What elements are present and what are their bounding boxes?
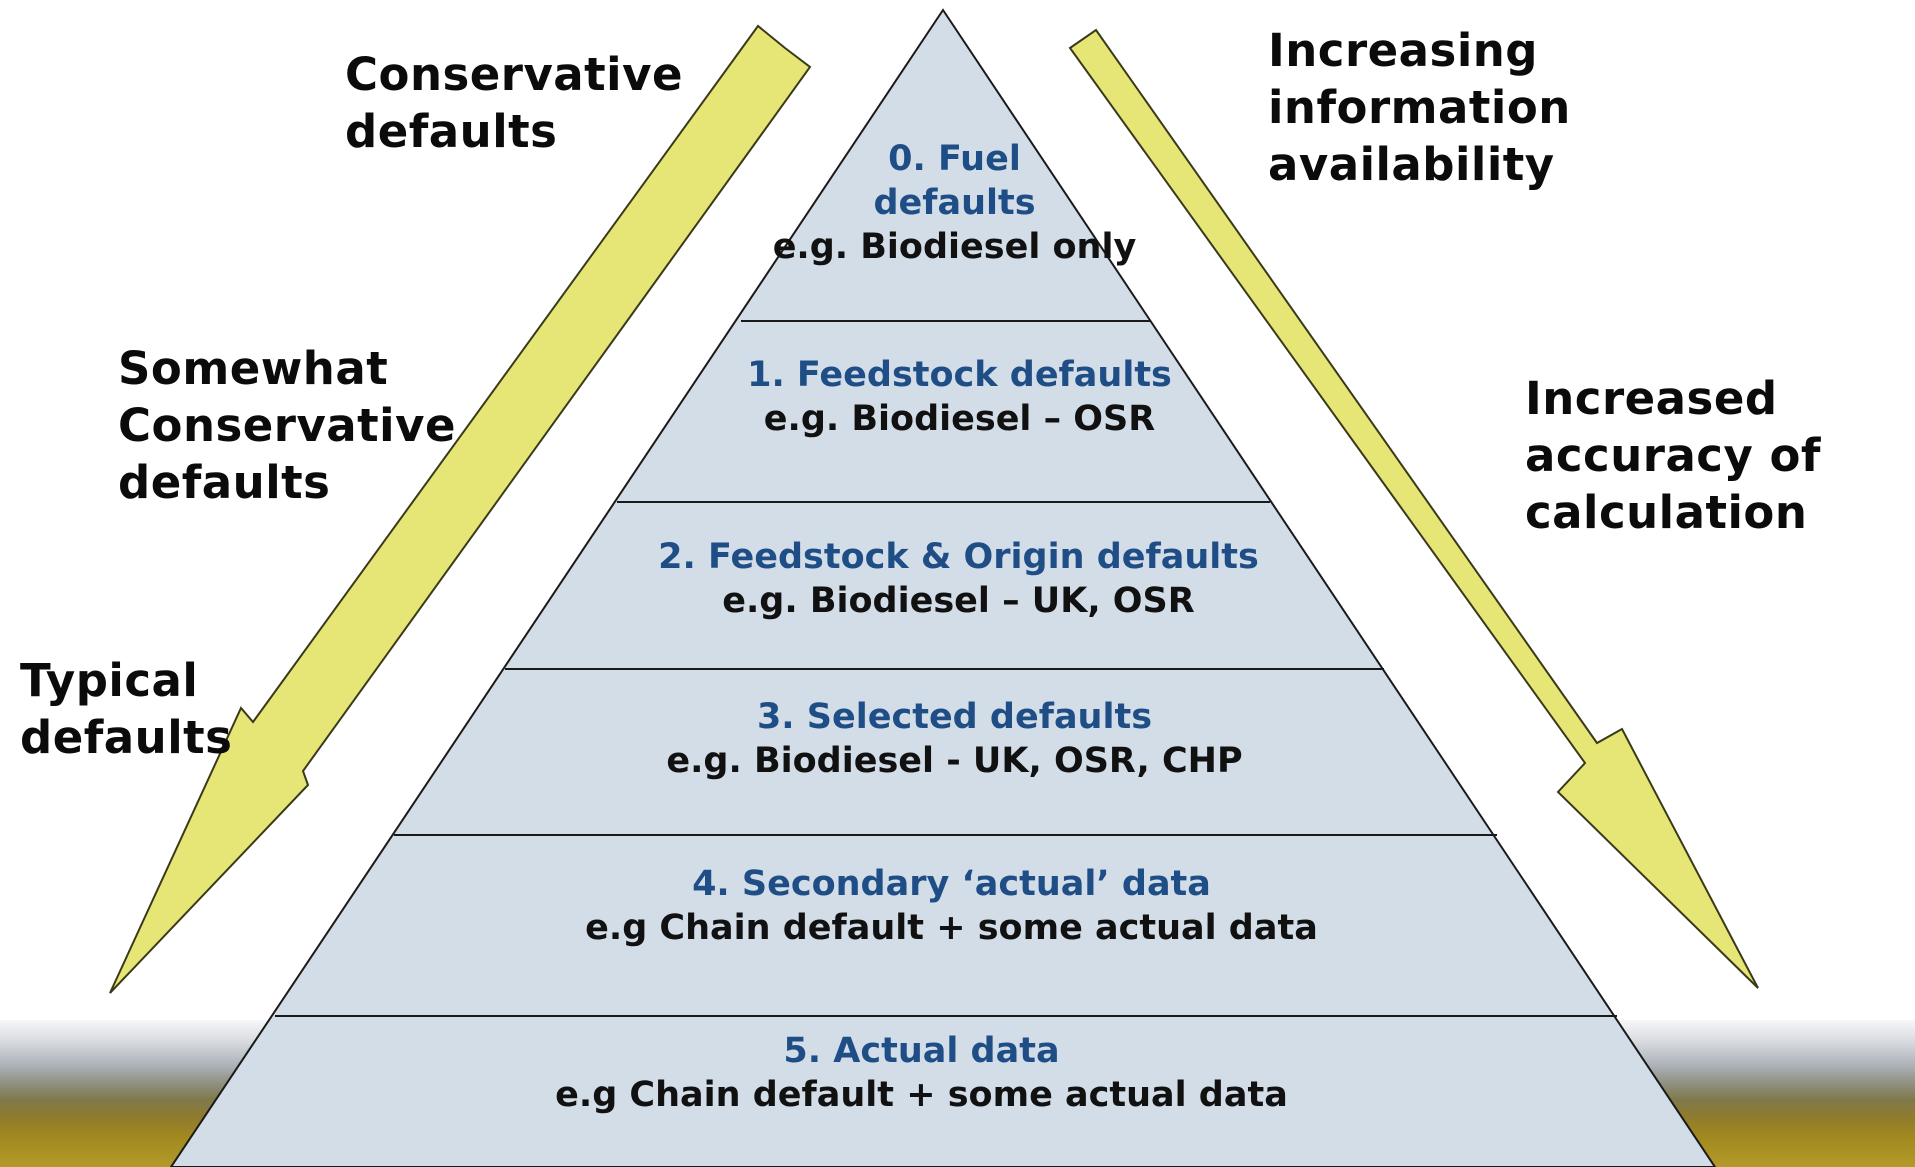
left-label-typical-defaults: Typical defaults bbox=[20, 654, 233, 764]
right-arrow bbox=[1068, 28, 1759, 989]
tier-example: e.g. Biodiesel – OSR bbox=[763, 399, 1156, 439]
right-label-increased-accuracy: Increased accuracy of calculation bbox=[1525, 372, 1821, 539]
tier-3-selected-defaults: 3. Selected defaults e.g. Biodiesel - UK… bbox=[0, 695, 1912, 783]
tier-title: 2. Feedstock & Origin defaults bbox=[658, 537, 1259, 577]
tier-1-feedstock-defaults: 1. Feedstock defaults e.g. Biodiesel – O… bbox=[2, 353, 1915, 441]
tier-title: 3. Selected defaults bbox=[756, 697, 1153, 737]
tier-example: e.g Chain default + some actual data bbox=[585, 908, 1318, 948]
tier-example: e.g. Biodiesel - UK, OSR, CHP bbox=[666, 741, 1243, 781]
tier-4-secondary-actual-data: 4. Secondary ‘actual’ data e.g Chain def… bbox=[0, 862, 1909, 950]
tier-title: 4. Secondary ‘actual’ data bbox=[692, 864, 1211, 904]
tier-title: 0. Fuel defaults bbox=[873, 139, 1036, 223]
tier-0-fuel-defaults: 0. Fuel defaults e.g. Biodiesel only bbox=[0, 137, 1912, 269]
left-label-conservative-defaults: Conservative defaults bbox=[345, 48, 683, 158]
left-label-somewhat-conservative-defaults: Somewhat Conservative defaults bbox=[118, 342, 456, 509]
tier-example: e.g. Biodiesel only bbox=[772, 227, 1137, 267]
tier-2-feedstock-origin-defaults: 2. Feedstock & Origin defaults e.g. Biod… bbox=[1, 535, 1915, 623]
tier-title: 1. Feedstock defaults bbox=[747, 355, 1172, 395]
tier-5-actual-data: 5. Actual data e.g Chain default + some … bbox=[0, 1029, 1879, 1117]
right-label-increasing-information: Increasing information availability bbox=[1268, 24, 1571, 191]
left-arrow bbox=[109, 24, 812, 994]
pyramid bbox=[169, 8, 1717, 1167]
tier-example: e.g Chain default + some actual data bbox=[555, 1075, 1288, 1115]
tier-example: e.g. Biodiesel – UK, OSR bbox=[722, 581, 1195, 621]
tier-title: 5. Actual data bbox=[783, 1031, 1060, 1071]
